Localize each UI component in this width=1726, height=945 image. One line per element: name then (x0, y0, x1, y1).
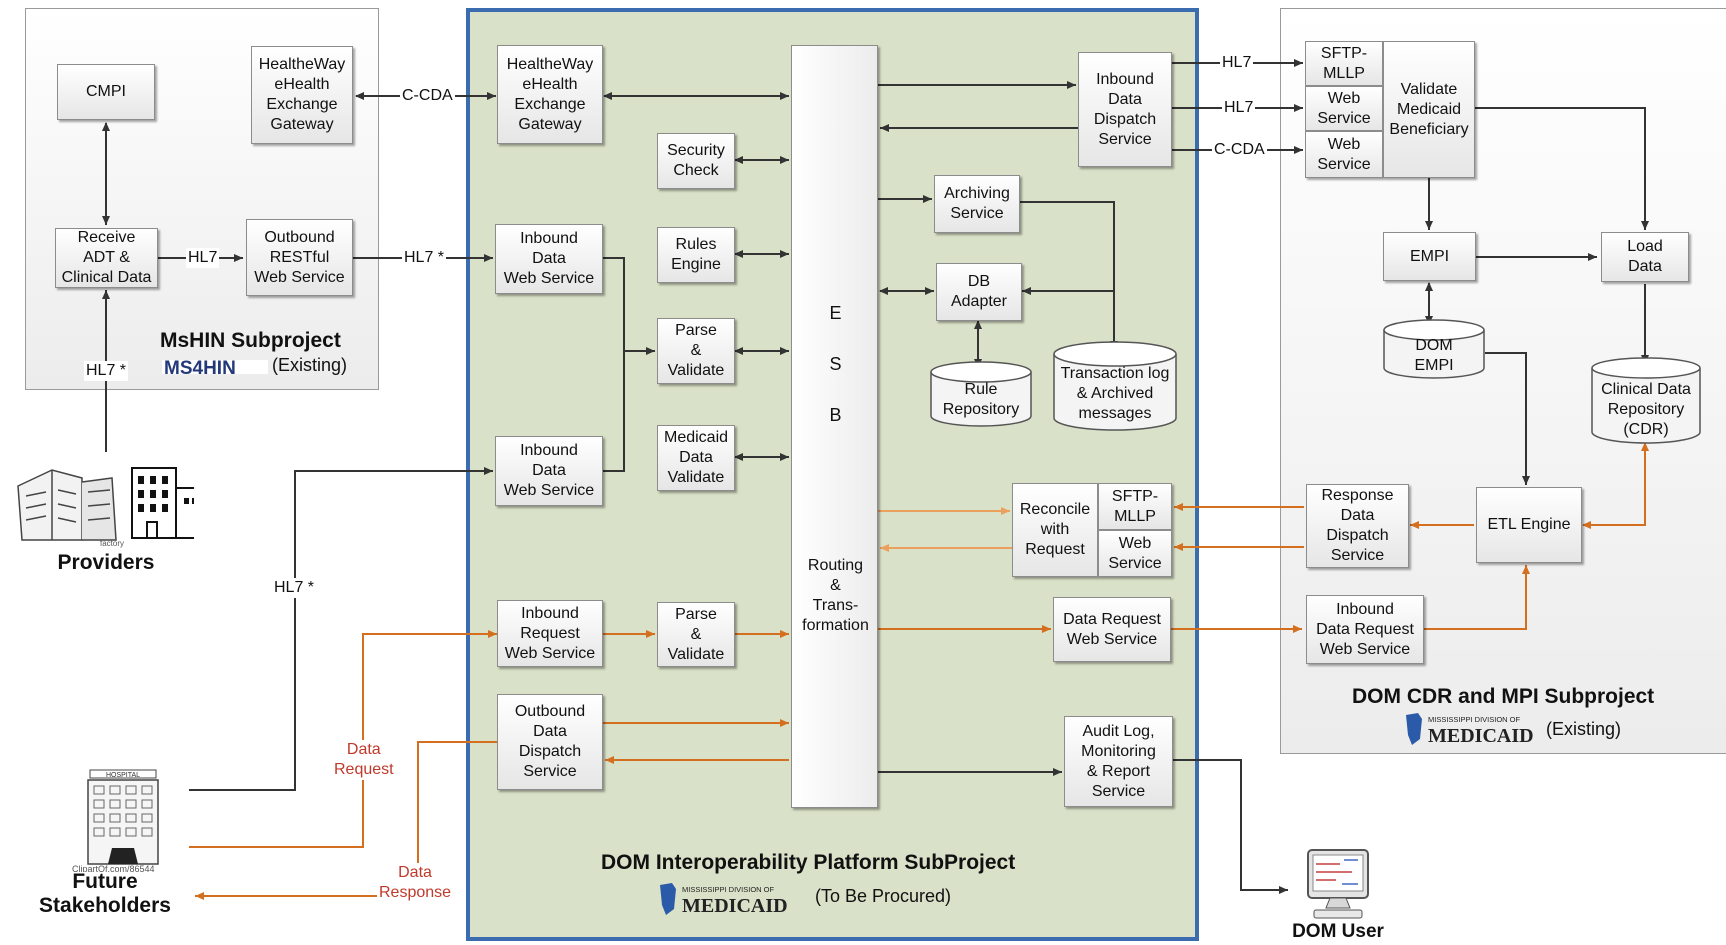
audit-log-box: Audit Log, Monitoring & Report Service (1064, 716, 1173, 807)
mshin-logo-text: MS4HIN (164, 358, 236, 378)
rules-engine-box: Rules Engine (657, 227, 735, 283)
dom-logo-big: MEDICAID (682, 895, 788, 917)
empi-box: EMPI (1383, 232, 1476, 281)
inbound-data-webservice-box-2: Inbound Data Web Service (495, 436, 603, 506)
esb-letter-b: B (829, 405, 842, 425)
db-adapter-box: DB Adapter (936, 263, 1022, 321)
cdr-logo-small: MISSISSIPPI DIVISION OF (1428, 715, 1521, 724)
edge-audit-domuser (1173, 759, 1288, 894)
edge-label-c-cda-gateway: C-CDA (400, 86, 455, 106)
edge-label-data-response: Data Response (377, 863, 454, 903)
edge-validate-load (1475, 107, 1649, 230)
cdr-logo-big: MEDICAID (1428, 725, 1534, 747)
esb-letter-s: S (829, 354, 842, 374)
edge-etl-cdr (1582, 442, 1649, 529)
cdr-medicaid-logo: MISSISSIPPI DIVISION OF MEDICAID (1402, 709, 1538, 749)
future-stakeholders-label: Future Stakeholders (39, 870, 171, 917)
mshin-logo: MS4HIN (162, 356, 268, 378)
receive-adt-box: Receive ADT & Clinical Data (55, 228, 158, 288)
inbound-data-dispatch-box: Inbound Data Dispatch Service (1078, 52, 1172, 167)
edge-hl7-inbound2 (189, 467, 493, 791)
esb-letter-e: E (829, 303, 842, 323)
edge-label-hl7-star-future: HL7 * (272, 578, 317, 598)
dom-medicaid-logo-mark: MISSISSIPPI DIVISION OF MEDICAID (660, 883, 788, 917)
edge-dispatch-future (195, 741, 497, 900)
clipart-credit: ClipartOf.com/86544 (72, 864, 155, 872)
dom-user-computer-icon (1307, 849, 1369, 919)
mshin-status: (Existing) (272, 355, 348, 375)
edge-inboundreq-etl (1424, 565, 1530, 630)
cdr-cylinder (1591, 357, 1701, 444)
providers-label: Providers (57, 551, 155, 574)
sftp-mllp-box-mid: SFTP- MLLP (1098, 483, 1172, 530)
edge-label-hl7-star-providers: HL7 * (84, 361, 129, 381)
validate-beneficiary-box: Validate Medicaid Beneficiary (1383, 41, 1475, 178)
future-stakeholders-icon: HOSPITAL ClipartOf.com/86544 (72, 769, 159, 872)
edge-domempi-etl (1485, 352, 1530, 485)
etl-engine-box: ETL Engine (1476, 487, 1582, 563)
edge-label-hl7-receive: HL7 (186, 248, 220, 268)
dom-medicaid-logo: MISSISSIPPI DIVISION OF MEDICAID (656, 879, 792, 919)
cmpi-box: CMPI (57, 64, 155, 120)
esb-routing-label: Routing & Trans- formation (802, 557, 869, 634)
transaction-log-cylinder (1053, 341, 1177, 431)
edge-label-data-request: Data Request (332, 740, 396, 780)
dom-status: (To Be Procured) (815, 886, 952, 906)
edge-label-hl7-star-outbound: HL7 * (402, 248, 447, 268)
parse-validate-box-2: Parse & Validate (657, 602, 735, 667)
dom-user-label: DOM User (1292, 921, 1384, 942)
web-service-box-top-1: Web Service (1305, 86, 1383, 131)
sftp-mllp-box-top: SFTP- MLLP (1305, 41, 1383, 86)
providers-icon: factory (17, 467, 194, 548)
hospital-sign: HOSPITAL (106, 772, 140, 779)
reconcile-request-box: Reconcile with Request (1012, 483, 1098, 577)
cdr-medicaid-logo-mark: MISSISSIPPI DIVISION OF MEDICAID (1406, 713, 1534, 747)
response-data-dispatch-box: Response Data Dispatch Service (1306, 484, 1409, 568)
outbound-restful-box: Outbound RESTful Web Service (246, 219, 353, 296)
dom-title: DOM Interoperability Platform SubProject (601, 851, 1016, 874)
edge-label-c-cda-out: C-CDA (1212, 140, 1267, 160)
dom-gateway-box: HealtheWay eHealth Exchange Gateway (497, 45, 603, 144)
esb-bus: E S B Routing & Trans- formation (791, 45, 878, 808)
mshin-logo-mark: MS4HIN (162, 358, 268, 378)
transaction-log-label: Transaction log & Archived messages (1060, 365, 1170, 422)
web-service-box-mid: Web Service (1098, 530, 1172, 577)
edge-label-hl7-out-1: HL7 (1220, 53, 1254, 73)
mshin-title: MsHIN Subproject (160, 329, 341, 352)
outbound-data-dispatch-box: Outbound Data Dispatch Service (497, 694, 603, 790)
dom-empi-cylinder (1383, 319, 1485, 379)
cdr-title: DOM CDR and MPI Subproject (1352, 685, 1655, 708)
parse-validate-box-1: Parse & Validate (657, 318, 735, 384)
rule-repository-cylinder (930, 361, 1032, 427)
edge-inbound2-parse (603, 351, 625, 472)
rule-repository-label: Rule Repository (942, 381, 1020, 418)
medicaid-data-validate-box: Medicaid Data Validate (657, 425, 735, 491)
edge-inbound1-parse (603, 257, 655, 355)
dom-logo-small: MISSISSIPPI DIVISION OF (682, 885, 775, 894)
edge-archiving-txlog (1020, 201, 1118, 350)
dom-empi-label: DOM EMPI (1414, 337, 1454, 374)
cdr-label: Clinical Data Repository (CDR) (1601, 381, 1691, 438)
inbound-data-request-webservice-box: Inbound Data Request Web Service (1306, 595, 1424, 664)
cdr-status: (Existing) (1546, 719, 1622, 739)
inbound-request-webservice-box: Inbound Request Web Service (497, 600, 603, 667)
security-check-box: Security Check (657, 133, 735, 189)
web-service-box-top-2: Web Service (1305, 131, 1383, 178)
edge-label-hl7-out-2: HL7 (1222, 98, 1256, 118)
mshin-gateway-box: HealtheWay eHealth Exchange Gateway (251, 46, 353, 144)
load-data-box: Load Data (1601, 232, 1689, 282)
archiving-service-box: Archiving Service (934, 175, 1020, 233)
data-request-webservice-box: Data Request Web Service (1053, 597, 1171, 662)
inbound-data-webservice-box-1: Inbound Data Web Service (495, 224, 603, 294)
factory-label: factory (100, 539, 124, 548)
